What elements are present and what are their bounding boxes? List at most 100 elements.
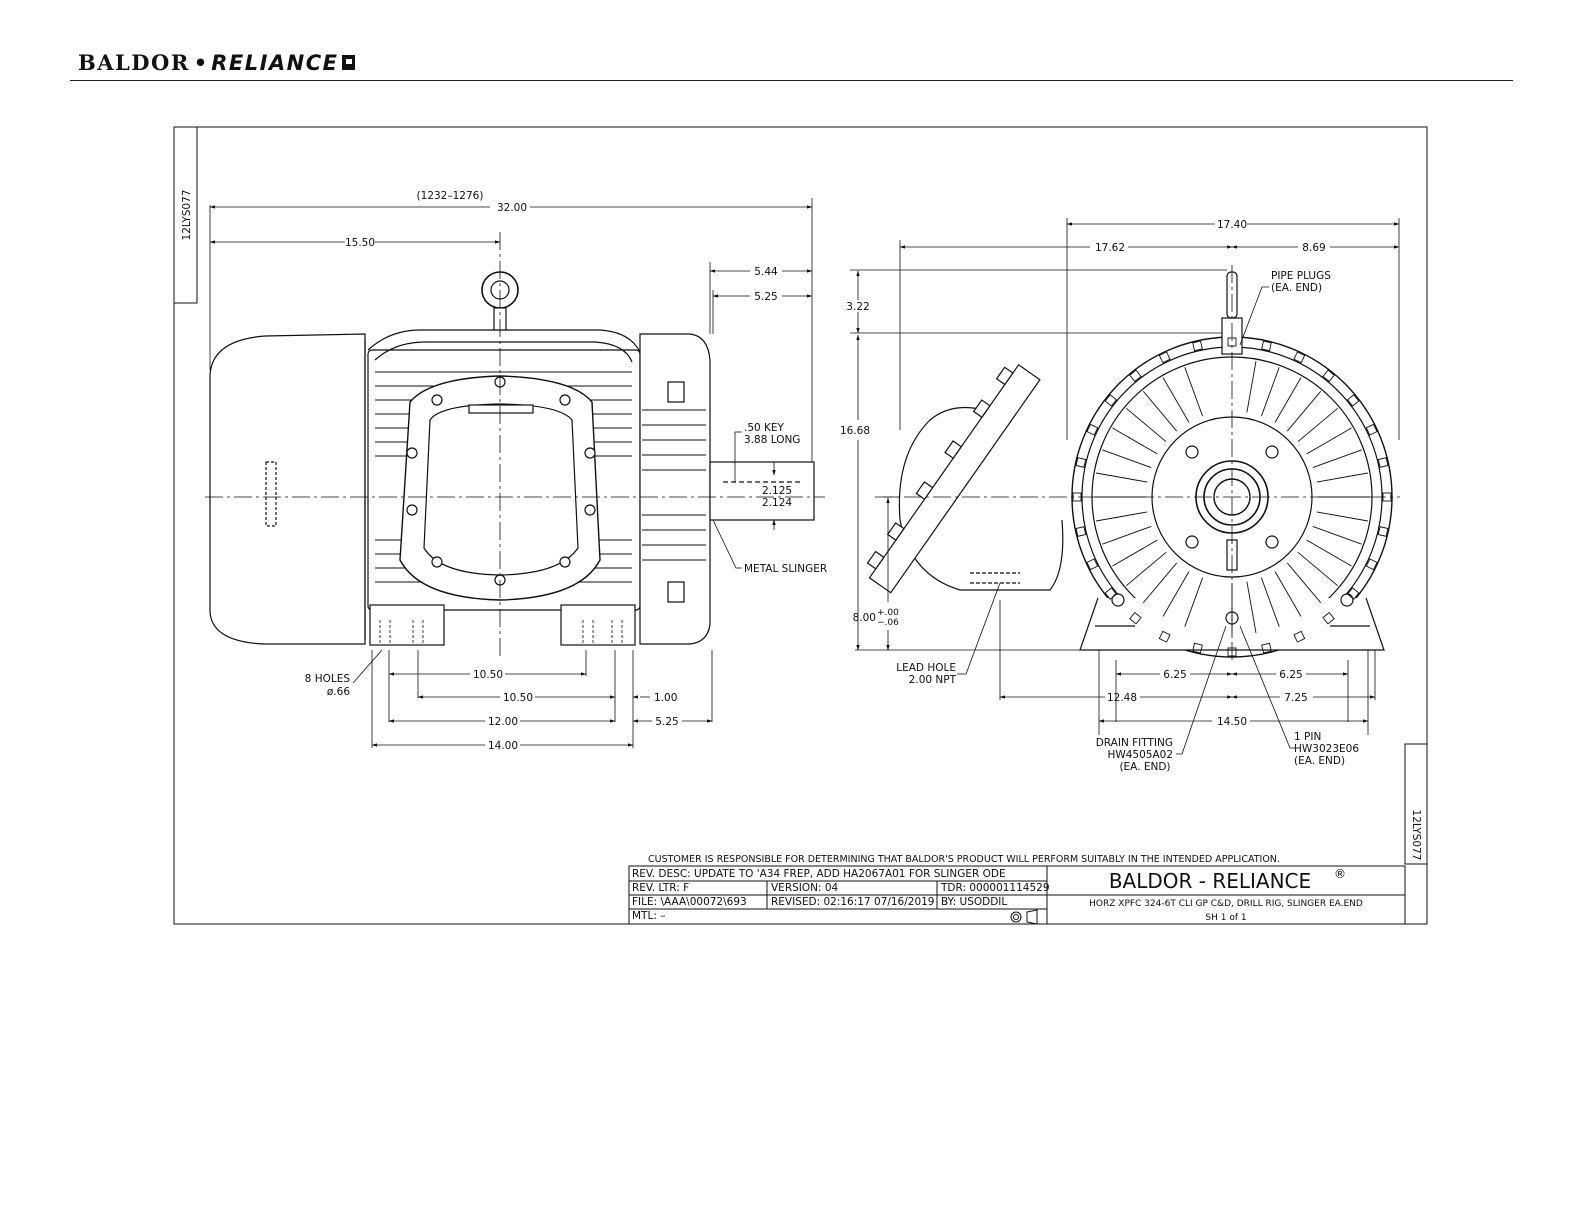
guard-rib: [1104, 587, 1118, 600]
cooling-fin: [1096, 511, 1148, 522]
dim-top-plug: 3.22: [846, 301, 869, 313]
cooling-fin: [1312, 525, 1362, 545]
cooling-fin: [1142, 391, 1178, 432]
pin-note-1: 1 PIN: [1294, 731, 1321, 743]
rev-desc: REV. DESC: UPDATE TO 'A34 FREP, ADD HA20…: [632, 868, 1006, 880]
dim-foot-offset: 1.00: [654, 692, 677, 704]
cooling-fin: [1102, 449, 1152, 469]
dim-foot-to-shaft: 5.25: [655, 716, 678, 728]
cooling-fin: [1112, 539, 1158, 567]
pipe-plugs-note-1: PIPE PLUGS: [1271, 270, 1331, 282]
cooling-fin: [1184, 577, 1204, 627]
guard-rib: [1322, 611, 1335, 625]
dim-to-center: 15.50: [345, 237, 375, 249]
dim-shaft-height: 8.00: [853, 612, 876, 624]
guard-rib: [1158, 630, 1171, 643]
cooling-fin: [1297, 407, 1338, 443]
key-note-line-1: .50 KEY: [744, 422, 785, 434]
revised-date: REVISED: 02:16:17 07/16/2019: [771, 896, 934, 908]
cooling-fin: [1126, 407, 1167, 443]
tolerance-plus: +.00: [877, 608, 899, 618]
side-view-motor: [209, 271, 815, 646]
dim-foot-span: 12.00: [488, 716, 518, 728]
dim-center-to-edge: 7.25: [1284, 692, 1307, 704]
dim-shaft-extension-2: 5.25: [754, 291, 777, 303]
material: MTL: –: [632, 910, 665, 922]
holes-note-line-2: ø.66: [327, 686, 350, 698]
key-note-line-2: 3.88 LONG: [744, 434, 800, 446]
dim-foot-holes-b: 10.50: [503, 692, 533, 704]
cooling-fin: [1184, 367, 1204, 417]
cooling-fin: [1316, 511, 1368, 522]
cooling-fin: [1316, 472, 1368, 483]
pipe-plugs-note-2: (EA. END): [1271, 282, 1322, 294]
guard-rib: [1192, 642, 1203, 654]
cooling-fin: [1274, 377, 1302, 423]
drain-fitting-note-2: HW4505A02: [1107, 749, 1173, 761]
cooling-fin: [1286, 391, 1322, 432]
dim-bolt-left: 6.25: [1163, 669, 1186, 681]
guard-rib: [1377, 526, 1389, 537]
guard-rib: [1377, 457, 1389, 468]
dim-bolt-right: 6.25: [1279, 669, 1302, 681]
guard-rib: [1293, 351, 1306, 364]
guard-rib: [1086, 558, 1099, 571]
cooling-fin: [1162, 377, 1190, 423]
dim-overall-length: 32.00: [497, 202, 527, 214]
dim-shaft-extension-1: 5.44: [754, 266, 778, 278]
guard-rib: [1129, 611, 1142, 625]
cooling-fin: [1126, 551, 1167, 587]
guard-rib: [1192, 340, 1203, 352]
logo-reliance-text: RELIANCE: [211, 50, 339, 75]
guard-rib: [1129, 369, 1142, 383]
id-tab-bottom: [1404, 743, 1428, 865]
dim-left-width: 17.62: [1095, 242, 1125, 254]
lead-hole-note-2: 2.00 NPT: [909, 674, 957, 686]
cooling-fin: [1246, 581, 1257, 633]
guard-rib: [1104, 394, 1118, 407]
header-rule: [70, 80, 1513, 81]
cooling-fin: [1297, 551, 1338, 587]
guard-rib: [1346, 394, 1360, 407]
shaft-diameter-max: 2.125: [762, 485, 792, 497]
guard-rib: [1261, 642, 1272, 654]
guard-rib: [1365, 423, 1378, 436]
drain-fitting-note-1: DRAIN FITTING: [1096, 737, 1173, 749]
version: VERSION: 04: [771, 882, 839, 894]
logo-baldor-text: BALDOR: [78, 50, 190, 75]
guard-rib: [1365, 558, 1378, 571]
part-description: HORZ XPFC 324-6T CLI GP C&D, DRILL RIG, …: [1089, 899, 1363, 909]
guard-rib: [1075, 526, 1087, 537]
cooling-fin: [1260, 367, 1280, 417]
drawing-id-top: 12LYS077: [181, 190, 193, 241]
company-name: BALDOR - RELIANCE: [1109, 869, 1311, 893]
lead-hole-note-1: LEAD HOLE: [896, 662, 956, 674]
end-view-fins: [1072, 337, 1392, 657]
drawn-by: BY: USODDIL: [941, 896, 1007, 908]
guard-rib: [1346, 587, 1360, 600]
cooling-fin: [1286, 562, 1322, 603]
cooling-fin: [1306, 427, 1352, 455]
tolerance-minus: −.06: [877, 618, 899, 628]
dim-lead-to-center: 12.48: [1107, 692, 1137, 704]
id-tab-top: [173, 126, 198, 304]
rev-letter: REV. LTR: F: [632, 882, 689, 894]
tdr-number: TDR: 000001114529: [940, 882, 1050, 894]
cooling-fin: [1312, 449, 1362, 469]
title-block: [628, 865, 1406, 925]
projection-symbol-icon: [1010, 909, 1038, 925]
file-path: FILE: \AAA\00072\693: [632, 896, 747, 908]
guard-rib: [1086, 423, 1099, 436]
pin-note-2: HW3023E06: [1294, 743, 1359, 755]
pin-note-3: (EA. END): [1294, 755, 1345, 767]
sheet-number: SH 1 of 1: [1205, 913, 1246, 923]
metal-slinger-note: METAL SLINGER: [744, 563, 827, 575]
baldor-reliance-logo: BALDOR • RELIANCE: [78, 50, 355, 75]
cooling-fin: [1306, 539, 1352, 567]
guard-rib: [1293, 630, 1306, 643]
cooling-fin: [1162, 571, 1190, 617]
end-view-motor: [866, 271, 1393, 658]
cooling-fin: [1246, 361, 1257, 413]
disclaimer-text: CUSTOMER IS RESPONSIBLE FOR DETERMINING …: [648, 854, 1280, 865]
